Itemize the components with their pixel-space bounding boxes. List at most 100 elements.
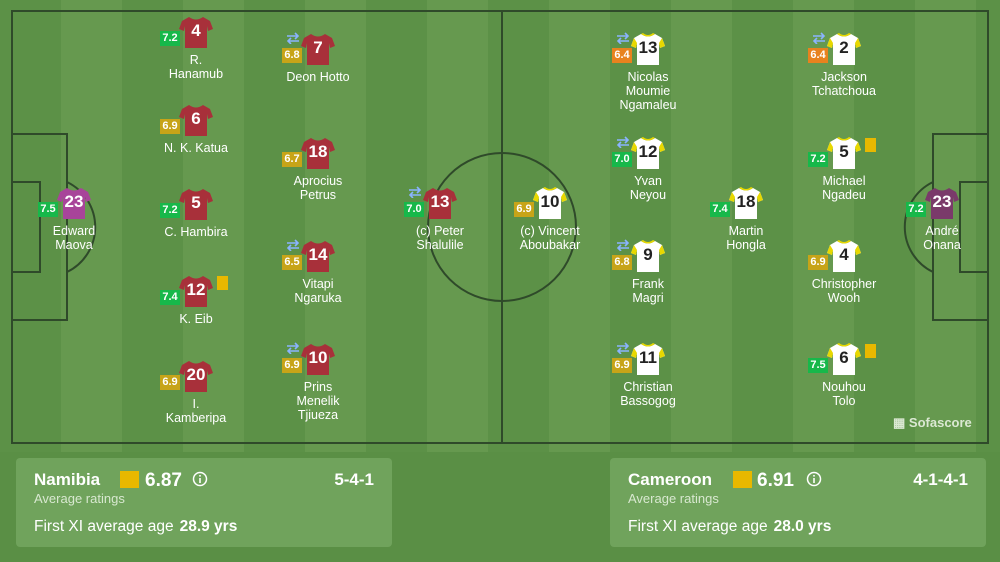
shirt-icon — [827, 343, 861, 375]
player-rating: 6.9 — [282, 358, 302, 373]
pitch-lines — [11, 10, 989, 444]
player-rating: 7.0 — [404, 202, 424, 217]
shirt-icon — [631, 240, 665, 272]
player-name: I. Kamberipa — [165, 397, 227, 425]
away-age-label: First XI average age — [628, 518, 768, 535]
player-name: Aprocius Petrus — [293, 174, 343, 202]
away-rating-square-icon — [733, 471, 752, 488]
home-age-value: 28.9 yrs — [179, 518, 238, 535]
shirt-icon — [179, 105, 213, 136]
player-rating: 6.9 — [160, 375, 180, 390]
shirt-number: 18 — [736, 192, 756, 211]
info-icon[interactable] — [806, 471, 822, 487]
shirt-icon — [423, 188, 457, 219]
shirt-number: 10 — [308, 348, 328, 367]
player-name: R. Hanamub — [168, 53, 224, 81]
substitution-icon — [286, 342, 300, 354]
player-rating: 6.9 — [160, 119, 180, 134]
info-icon[interactable] — [192, 471, 208, 487]
player-name: Nouhou Tolo — [822, 380, 866, 408]
shirt-icon — [631, 343, 665, 375]
substitution-icon — [616, 342, 630, 354]
shirt-number: 23 — [932, 192, 952, 211]
player-rating: 6.4 — [612, 48, 632, 63]
shirt-icon — [827, 33, 861, 65]
shirt-icon — [301, 138, 335, 169]
player-name: Frank Magri — [632, 277, 664, 305]
away-avg-label: Average ratings — [628, 491, 719, 506]
shirt-icon — [57, 188, 91, 219]
substitution-icon — [616, 136, 630, 148]
player-rating: 7.2 — [906, 202, 926, 217]
home-avg-label: Average ratings — [34, 491, 125, 506]
shirt-icon — [301, 344, 335, 375]
substitution-icon — [286, 239, 300, 251]
shirt-number: 13 — [638, 38, 658, 57]
away-team-panel: Cameroon 6.91 4-1-4-1 Average ratings Fi… — [610, 458, 986, 547]
shirt-number: 4 — [191, 21, 201, 40]
shirt-icon — [179, 17, 213, 48]
player-name: Nicolas Moumie Ngamaleu — [619, 70, 677, 112]
away-team-name: Cameroon — [628, 470, 713, 489]
shirt-icon — [301, 34, 335, 65]
player-name: Jackson Tchatchoua — [812, 70, 876, 98]
player-rating: 7.2 — [808, 152, 828, 167]
home-formation: 5-4-1 — [334, 470, 374, 489]
player-name: André Onana — [923, 224, 961, 252]
player-name: Yvan Neyou — [629, 174, 667, 202]
home-team-name: Namibia — [34, 470, 101, 489]
shirt-number: 13 — [430, 192, 450, 211]
player-name: Vitapi Ngaruka — [294, 277, 342, 305]
shirt-number: 5 — [839, 142, 849, 161]
player-rating: 6.7 — [282, 152, 302, 167]
player-rating: 7.0 — [612, 152, 632, 167]
shirt-number: 6 — [191, 109, 201, 128]
player-name: N. K. Katua — [164, 141, 228, 155]
player-rating: 6.8 — [282, 48, 302, 63]
shirt-icon — [301, 241, 335, 272]
brand-label: Sofascore — [908, 415, 972, 430]
player-name: Deon Hotto — [286, 70, 350, 84]
shirt-number: 18 — [308, 142, 328, 161]
player-home-13[interactable]: 13 7.0 (c) Peter Shalulile — [385, 186, 495, 252]
player-name: (c) Vincent Aboubakar — [519, 224, 581, 252]
sofascore-logo: ▦ Sofascore — [893, 415, 972, 431]
player-name: (c) Peter Shalulile — [416, 224, 464, 252]
shirt-icon — [179, 189, 213, 220]
